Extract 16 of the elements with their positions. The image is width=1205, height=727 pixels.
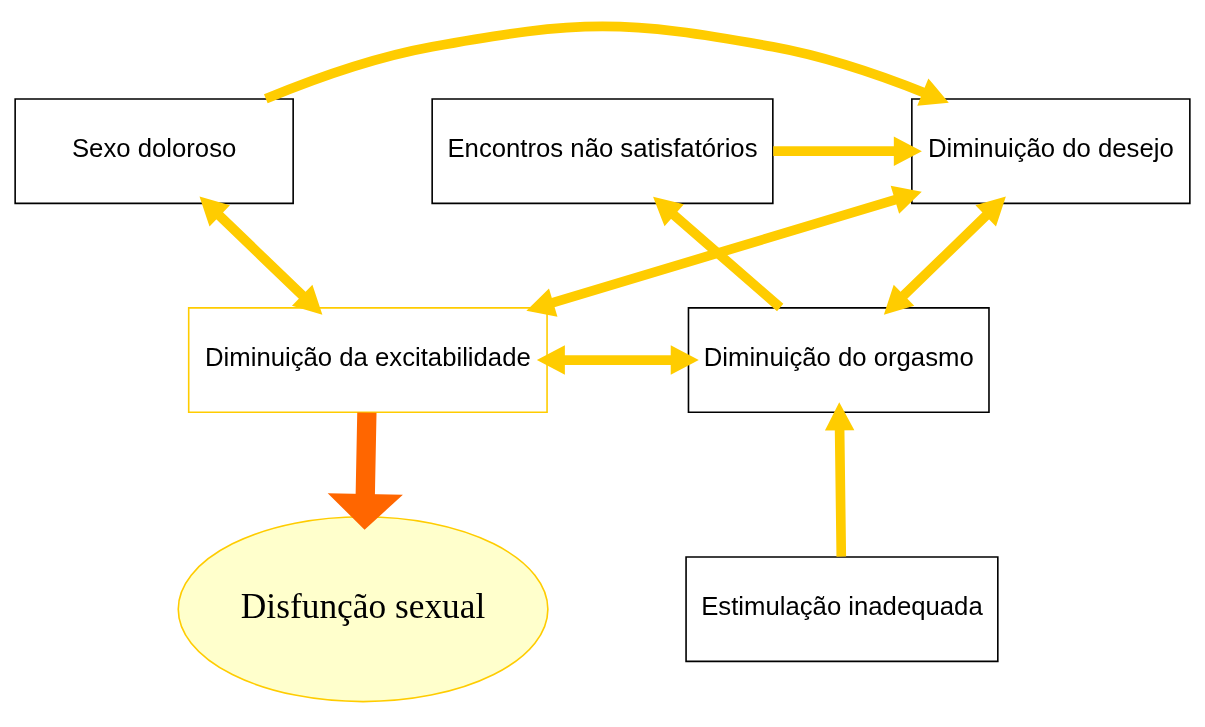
arrow: [536, 344, 699, 375]
node-box: Estimulação inadequada: [685, 555, 999, 662]
arrow: [773, 135, 922, 166]
node-box: Diminuição do orgasmo: [687, 306, 990, 413]
node-box: Sexo doloroso: [14, 97, 294, 204]
arrow: [199, 195, 323, 315]
node-box: Diminuição da excitabilidade: [187, 306, 548, 413]
node-box: Diminuição do desejo: [911, 97, 1191, 204]
arrow: [883, 195, 1006, 315]
arrow: [824, 401, 855, 557]
arrow: [327, 411, 403, 530]
arrow: [264, 21, 949, 106]
node-box: Encontros não satisfatórios: [431, 97, 774, 204]
arrow: [653, 196, 784, 311]
node-ellipse: Disfunção sexual: [177, 515, 549, 702]
arrow: [526, 185, 922, 317]
